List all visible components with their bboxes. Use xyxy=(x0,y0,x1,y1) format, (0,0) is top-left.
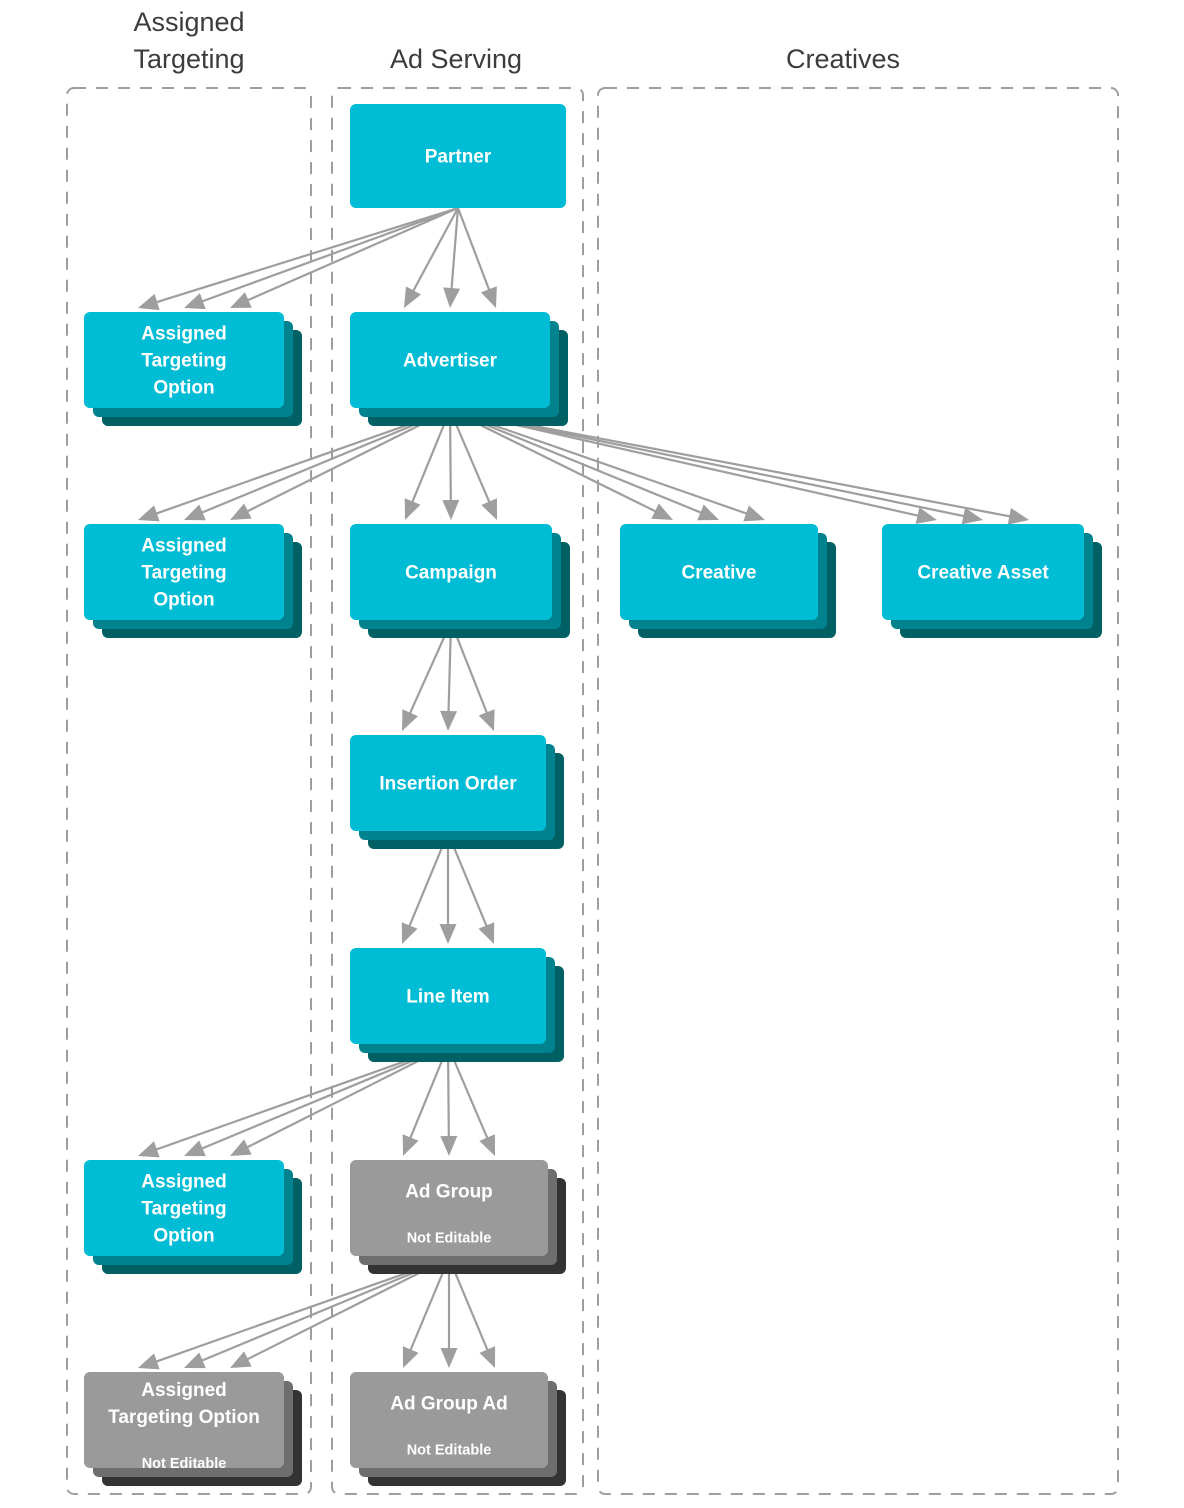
node-label-line-item: Line Item xyxy=(406,987,489,1008)
node-label-ato-advertiser-line3: Option xyxy=(153,590,214,611)
edge-line-item-to-ato-line-item-3 xyxy=(230,1045,449,1156)
edge-insertion-order-to-line-item-1 xyxy=(401,832,450,944)
edge-partner-to-ato-partner-3 xyxy=(230,206,459,308)
lane-assigned-targeting xyxy=(66,87,312,1495)
node-face-campaign[interactable] xyxy=(350,524,552,620)
node-label-insertion-order: Insertion Order xyxy=(379,774,517,795)
node-line-item[interactable]: Line Item xyxy=(350,948,564,1062)
column-title-creatives: Creatives xyxy=(786,44,900,74)
node-label-ato-partner-line3: Option xyxy=(153,378,214,399)
edge-advertiser-to-creative-3 xyxy=(449,408,765,522)
edge-line-item-to-ato-line-item-2 xyxy=(184,1044,449,1157)
node-label-ato-partner-line1: Assigned xyxy=(141,324,227,345)
edge-partner-to-advertiser-2 xyxy=(443,207,461,308)
node-sublabel-ad-group: Not Editable xyxy=(407,1231,492,1247)
node-advertiser[interactable]: Advertiser xyxy=(350,312,568,426)
edge-campaign-to-insertion-order-3 xyxy=(449,621,495,731)
node-campaign[interactable]: Campaign xyxy=(350,524,570,638)
edge-advertiser-to-creative-1 xyxy=(449,409,673,520)
node-face-line-item[interactable] xyxy=(350,948,546,1044)
node-label-ato-line-item-line1: Assigned xyxy=(141,1172,227,1193)
edge-partner-to-ato-partner-2 xyxy=(184,206,459,310)
edge-partner-to-advertiser-3 xyxy=(456,207,497,308)
node-sublabel-ad-group-ad: Not Editable xyxy=(407,1443,492,1459)
edge-advertiser-to-creative-asset-2 xyxy=(449,408,983,525)
lane-containers xyxy=(66,87,1119,1495)
node-label-ato-ad-group-line2: Targeting Option xyxy=(108,1407,260,1428)
column-title-assigned-targeting-line1: Assigned xyxy=(133,7,244,37)
node-label-ad-group: Ad Group xyxy=(405,1182,493,1203)
column-title-assigned-targeting-line2: Targeting xyxy=(133,44,244,74)
edge-advertiser-to-creative-asset-1 xyxy=(449,408,937,524)
node-label-ato-line-item-line2: Targeting xyxy=(141,1199,226,1220)
node-face-ad-group-ad[interactable] xyxy=(350,1372,548,1468)
node-label-ato-advertiser-line1: Assigned xyxy=(141,536,227,557)
node-label-ad-group-ad: Ad Group Ad xyxy=(390,1394,508,1415)
node-label-creative: Creative xyxy=(682,563,757,584)
node-creative-asset[interactable]: Creative Asset xyxy=(882,524,1102,638)
node-ad-group-ad[interactable]: Ad Group Ad Not Editable xyxy=(350,1372,566,1486)
node-label-creative-asset: Creative Asset xyxy=(917,563,1049,584)
edge-partner-to-advertiser-1 xyxy=(404,207,459,308)
lane-creatives xyxy=(597,87,1119,1495)
node-label-ato-ad-group-line1: Assigned xyxy=(141,1380,227,1401)
edge-advertiser-to-creative-asset-3 xyxy=(449,408,1029,525)
column-title-ad-serving: Ad Serving xyxy=(390,44,522,74)
lane-ad-serving xyxy=(331,87,584,1495)
edge-partner-to-ato-partner-1 xyxy=(138,206,459,311)
edge-advertiser-to-ato-advertiser-1 xyxy=(138,408,451,522)
node-face-creative-asset[interactable] xyxy=(882,524,1084,620)
node-face-advertiser[interactable] xyxy=(350,312,550,408)
node-face-ato-partner[interactable] xyxy=(84,312,284,408)
node-label-campaign: Campaign xyxy=(405,563,497,584)
node-label-ato-partner-line2: Targeting xyxy=(141,351,226,372)
column-headers: Assigned Targeting Ad Serving Creatives xyxy=(133,7,900,74)
edge-advertiser-to-ato-advertiser-3 xyxy=(230,409,451,520)
edge-insertion-order-to-line-item-3 xyxy=(446,832,495,944)
node-label-ato-advertiser-line2: Targeting xyxy=(141,563,226,584)
node-face-partner[interactable] xyxy=(350,104,566,208)
node-label-partner: Partner xyxy=(425,147,492,168)
edge-ad-group-to-ato-ad-group-1 xyxy=(138,1256,450,1370)
edge-ad-group-to-ato-ad-group-3 xyxy=(230,1257,450,1368)
node-label-advertiser: Advertiser xyxy=(403,351,498,372)
node-creative[interactable]: Creative xyxy=(620,524,836,638)
edge-advertiser-to-ato-advertiser-2 xyxy=(184,408,451,521)
node-face-creative[interactable] xyxy=(620,524,818,620)
node-label-ato-line-item-line3: Option xyxy=(153,1226,214,1247)
node-sublabel-ato-ad-group: Not Editable xyxy=(142,1456,227,1472)
node-face-insertion-order[interactable] xyxy=(350,735,546,831)
edge-line-item-to-ato-line-item-1 xyxy=(138,1044,449,1158)
node-face-ato-ad-group[interactable] xyxy=(84,1372,284,1468)
node-insertion-order[interactable]: Insertion Order xyxy=(350,735,564,849)
node-partner[interactable]: Partner xyxy=(350,104,566,208)
node-layer: PartnerAssignedTargetingOptionAdvertiser… xyxy=(84,104,1102,1486)
node-face-ad-group[interactable] xyxy=(350,1160,548,1256)
edge-advertiser-to-creative-2 xyxy=(449,408,719,521)
node-face-ato-advertiser[interactable] xyxy=(84,524,284,620)
node-face-ato-line-item[interactable] xyxy=(84,1160,284,1256)
edge-ad-group-to-ato-ad-group-2 xyxy=(184,1256,450,1369)
